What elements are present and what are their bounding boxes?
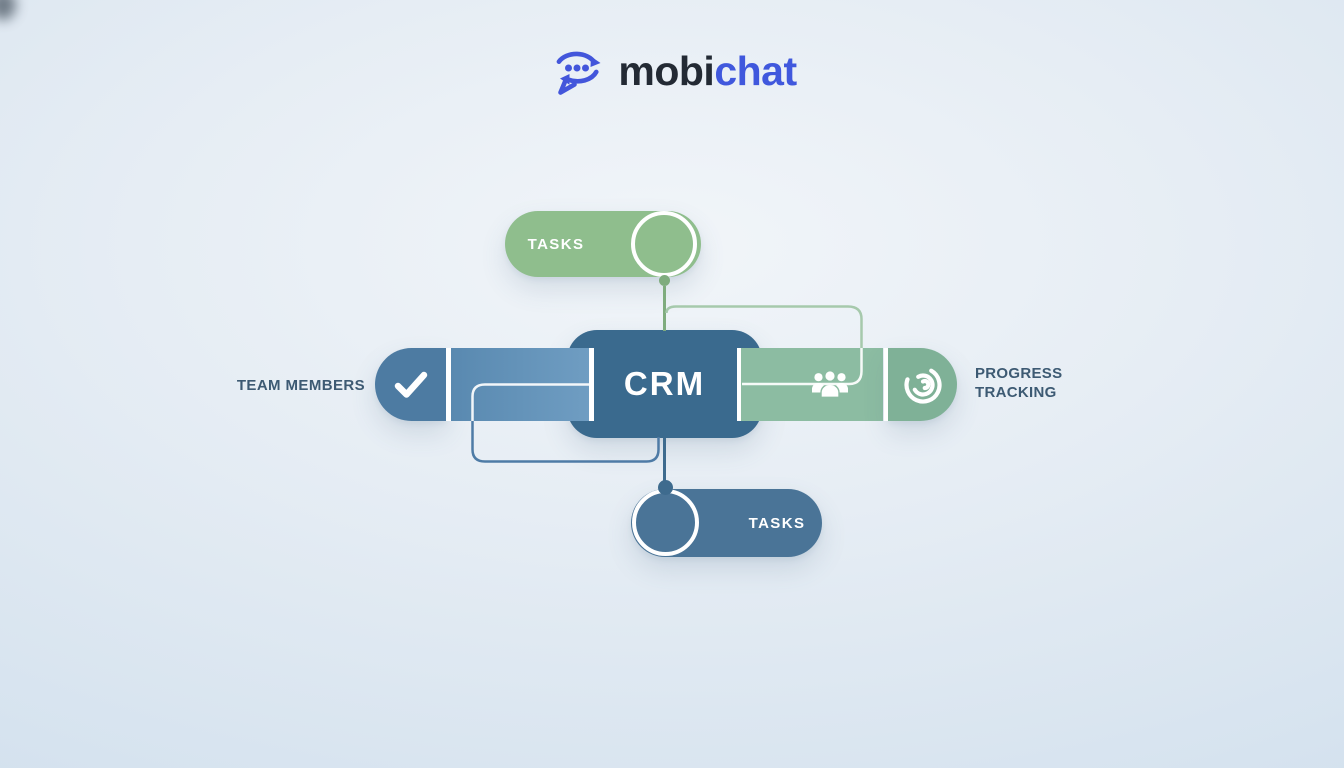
bubble-bottom-arc bbox=[566, 69, 599, 84]
progress-bar-section bbox=[741, 348, 883, 421]
tasks-top-knob bbox=[659, 275, 670, 286]
team-members-label: TEAM MEMBERS bbox=[236, 377, 365, 394]
progress-rings-section bbox=[888, 348, 957, 421]
divider bbox=[736, 348, 741, 421]
corner-artifact bbox=[0, 0, 16, 20]
tasks-bottom-knob bbox=[658, 480, 673, 495]
divider bbox=[446, 348, 451, 421]
bubble-top-arc bbox=[556, 51, 598, 65]
tasks-bottom-circle bbox=[632, 489, 699, 556]
brand-prefix: mobi bbox=[618, 47, 715, 94]
tasks-top-label: TASKS bbox=[527, 235, 585, 253]
tasks-bottom-label: TASKS bbox=[748, 514, 806, 532]
team-group-icon bbox=[810, 369, 850, 405]
team-bar-section bbox=[450, 348, 589, 421]
bubble-dots bbox=[565, 64, 590, 72]
crm-node: CRM bbox=[567, 330, 762, 438]
brand-wordmark: mobichat bbox=[618, 47, 797, 94]
progress-tracking-label: PROGRESS TRACKING bbox=[975, 364, 1062, 402]
progress-label-line2: TRACKING bbox=[975, 384, 1057, 401]
chat-bubble-sync-icon bbox=[556, 51, 601, 95]
brand-suffix: chat bbox=[714, 47, 797, 94]
progress-label-line1: PROGRESS bbox=[975, 365, 1063, 382]
bubble-tail bbox=[558, 78, 578, 95]
progress-rings-icon bbox=[903, 368, 942, 404]
divider bbox=[589, 348, 594, 421]
bubble-arrowheads bbox=[560, 56, 601, 85]
divider bbox=[883, 348, 888, 421]
brand-logo: mobichat bbox=[0, 46, 1344, 96]
team-check-section bbox=[375, 348, 446, 421]
check-icon bbox=[394, 371, 427, 398]
tasks-top-circle bbox=[631, 211, 697, 277]
crm-label: CRM bbox=[623, 365, 706, 402]
